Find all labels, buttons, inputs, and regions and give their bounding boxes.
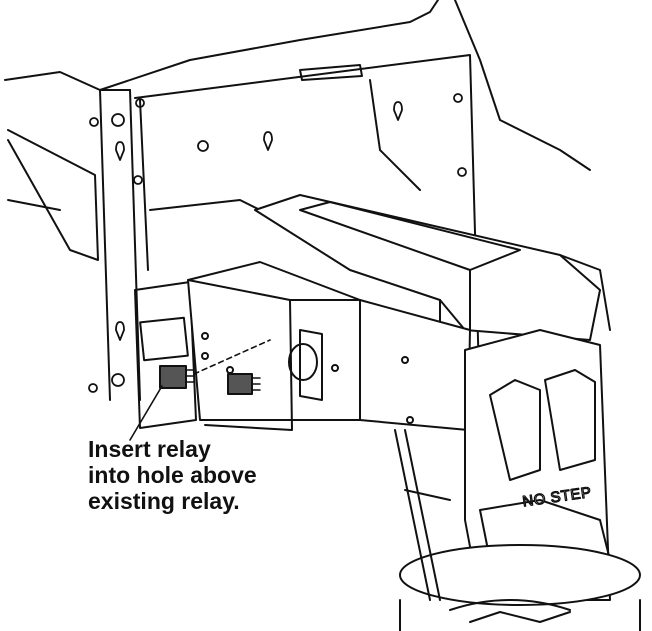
new-relay [159, 365, 195, 389]
callout-leader [129, 385, 163, 441]
hopper-lid [254, 194, 611, 341]
insertion-dashed-line [193, 339, 271, 375]
control-box [187, 261, 363, 431]
callout-line-3: existing relay. [88, 488, 240, 514]
existing-relay [227, 373, 261, 395]
frame-bolts [88, 93, 467, 393]
support-bracket [394, 429, 451, 601]
mounting-plate [134, 281, 197, 429]
relay-instruction-callout: Insert relay into hole above existing re… [88, 436, 348, 514]
callout-line-2: into hole above [88, 462, 257, 488]
spinner-housing [359, 299, 641, 631]
callout-line-1: Insert relay [88, 436, 211, 462]
